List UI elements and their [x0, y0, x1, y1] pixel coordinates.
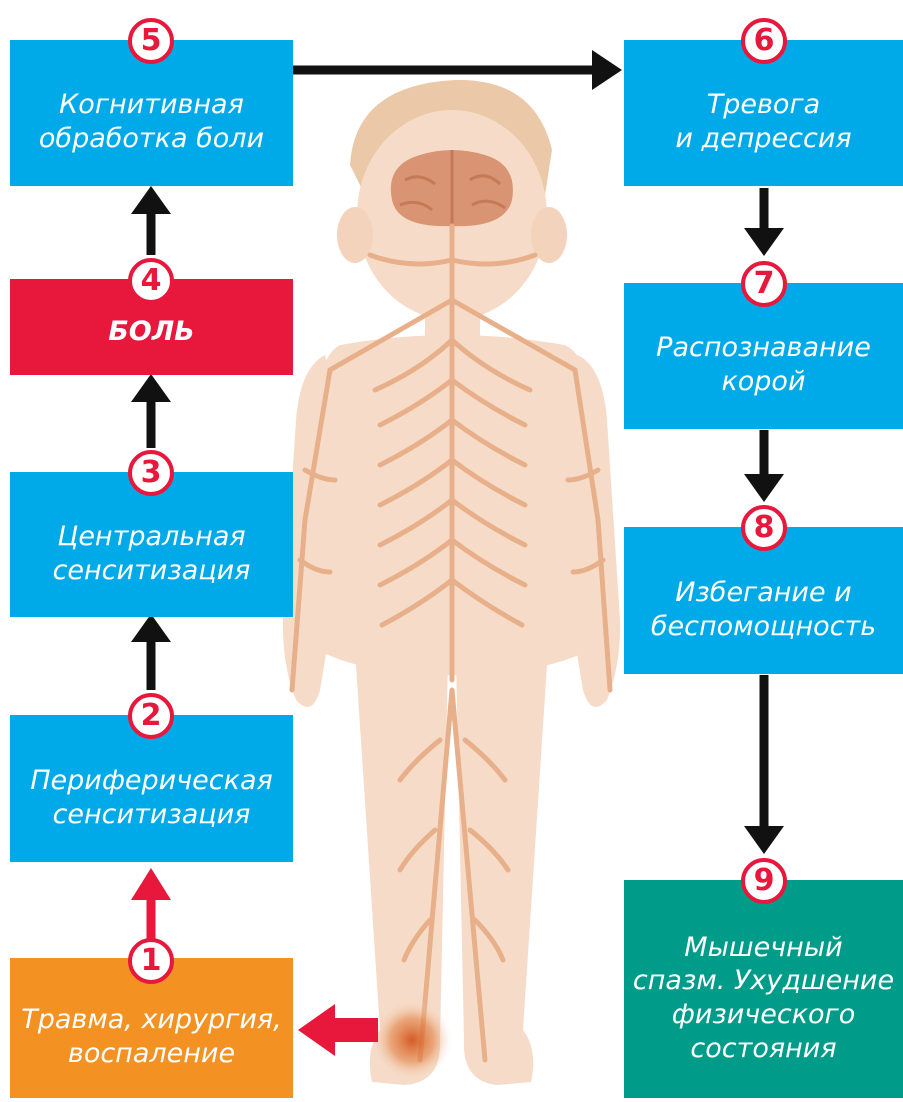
- step-4-badge: 4: [128, 258, 174, 304]
- injury-spot: [372, 1000, 452, 1080]
- step-9-badge: 9: [741, 858, 787, 904]
- step-7-text: Распознавание корой: [656, 331, 871, 399]
- injury-arrow: [298, 1004, 378, 1056]
- arrow-5-to-6-head: [592, 50, 622, 90]
- arrow-7-to-8-head: [744, 474, 784, 502]
- step-box-9: Мышечный спазм. Ухудшение физического со…: [624, 880, 903, 1098]
- step-3-text: Центральная сенситизация: [53, 520, 251, 588]
- step-1-badge: 1: [128, 938, 174, 984]
- step-6-text: Тревога и депрессия: [675, 88, 851, 156]
- arrow-8-to-9-head: [744, 826, 784, 854]
- step-6-badge: 6: [741, 18, 787, 64]
- human-figure-icon: [283, 80, 620, 1085]
- arrow-6-to-7-head: [744, 228, 784, 256]
- step-9-text: Мышечный спазм. Ухудшение физического со…: [633, 931, 894, 1066]
- step-1-text: Травма, хирургия, воспаление: [21, 1003, 282, 1071]
- arrow-4-to-5-head: [131, 186, 171, 214]
- arrow-1-to-2-head: [131, 868, 171, 900]
- step-8-text: Избегание и беспомощность: [651, 576, 876, 644]
- arrow-3-to-4-head: [131, 374, 171, 402]
- step-5-text: Когнитивная обработка боли: [39, 88, 264, 156]
- step-4-text: БОЛЬ: [108, 315, 195, 349]
- step-8-badge: 8: [741, 505, 787, 551]
- step-5-badge: 5: [128, 18, 174, 64]
- step-2-badge: 2: [128, 693, 174, 739]
- step-3-badge: 3: [128, 450, 174, 496]
- brain-icon: [391, 150, 513, 226]
- step-2-text: Периферическая сенситизация: [30, 764, 273, 832]
- arrow-2-to-3-head: [131, 614, 171, 642]
- step-7-badge: 7: [741, 261, 787, 307]
